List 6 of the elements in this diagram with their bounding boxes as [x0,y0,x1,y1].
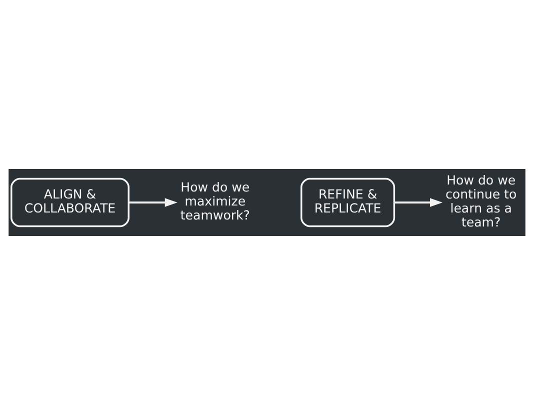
arrow [128,198,178,207]
node-text: How do we continue to learn as a team? [446,172,517,230]
arrow [394,198,443,207]
node-box: ALIGN & COLLABORATE [10,178,130,228]
node-box: REFINE & REPLICATE [300,178,396,228]
node-text: How do we maximize teamwork? [180,180,250,223]
